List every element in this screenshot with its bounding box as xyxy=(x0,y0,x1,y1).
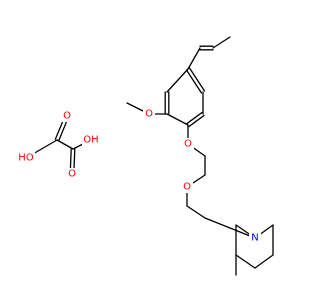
bond-c7-c8 xyxy=(166,113,189,126)
bond-layer xyxy=(25,36,274,276)
bond-c21-c22 xyxy=(56,139,74,150)
bond-c16-c17 xyxy=(235,254,256,269)
bond-c6-c7-b xyxy=(188,114,205,128)
atom-bg-o2 xyxy=(182,138,194,150)
bond-c17-c18 xyxy=(254,254,274,269)
bond-c4-c5-b xyxy=(188,67,206,92)
atom-bg-o4 xyxy=(61,110,73,122)
bond-c3-c4 xyxy=(187,47,201,70)
atom-bg-n1 xyxy=(249,232,261,244)
atom-bg-o1 xyxy=(143,108,155,120)
atom-label-o2: O xyxy=(184,139,192,150)
bond-c6-c7-a xyxy=(186,111,203,125)
atom-label-n1: N xyxy=(251,233,258,244)
atom-bg-o7 xyxy=(82,134,100,146)
atom-label-o1: O xyxy=(145,109,153,120)
atom-label-layer: O O O N O HO O OH xyxy=(17,108,261,244)
molecule-diagram: O O O N O HO O OH xyxy=(17,36,274,276)
bond-c9-c4 xyxy=(166,68,189,93)
bond-c14-n1 xyxy=(204,217,256,239)
atom-label-o3: O xyxy=(183,182,191,193)
atom-bg-o6 xyxy=(66,168,78,180)
atom-bg-o5 xyxy=(17,152,35,164)
atom-bg-o3 xyxy=(181,181,193,193)
atom-label-o6: O xyxy=(68,169,76,180)
atom-label-o5: HO xyxy=(18,153,34,164)
atom-label-o7: OH xyxy=(83,135,98,146)
bond-c13-c14 xyxy=(186,205,206,219)
bond-c1-c2 xyxy=(212,36,231,49)
atom-label-o4: O xyxy=(63,111,71,122)
bond-c4-c5-a xyxy=(185,69,203,94)
